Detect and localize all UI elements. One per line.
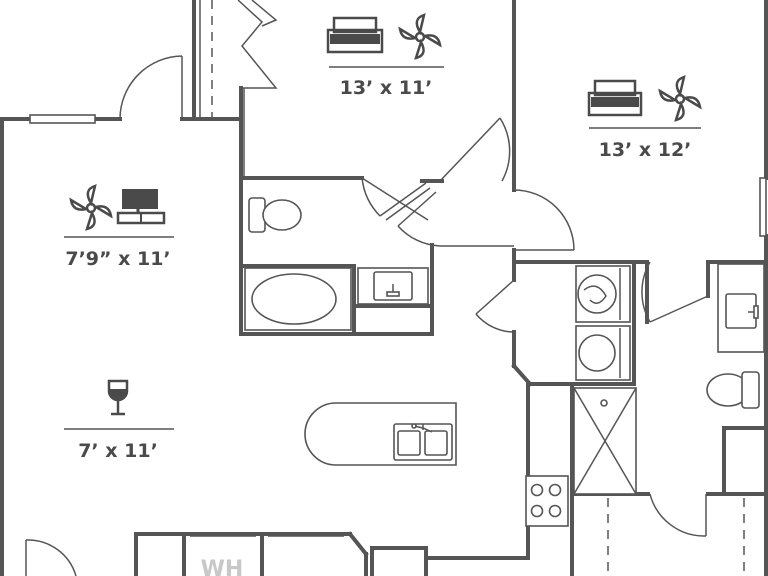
ceiling-fan-icon — [658, 75, 702, 122]
tv-icon — [116, 189, 166, 225]
living-room-icons: 7’9” x 11’ — [64, 184, 174, 270]
master-bedroom-icons: 13’ x 12’ — [587, 75, 702, 161]
dryer-icon — [575, 325, 631, 381]
room-dimension-master-bedroom: 13’ x 12’ — [599, 139, 692, 161]
windows — [29, 0, 767, 537]
fixtures — [244, 197, 765, 527]
water-heater-label: WH — [201, 557, 244, 576]
bed-icon — [587, 79, 643, 117]
bathtub-icon — [244, 267, 352, 331]
bathroom-sink-icon — [357, 267, 429, 305]
ceiling-fan-icon — [398, 13, 442, 60]
toilet-icon — [248, 197, 302, 233]
room-dimension-dining-area: 7’ x 11’ — [78, 440, 158, 462]
closet-lines — [211, 0, 745, 576]
master-sink-icon — [717, 263, 765, 353]
kitchen-sink-icon — [393, 423, 453, 461]
kitchen-island — [304, 402, 457, 466]
shower-icon — [573, 387, 637, 495]
doors — [25, 0, 709, 576]
stove-icon — [525, 475, 569, 527]
dining-area-icons: 7’ x 11’ — [64, 379, 174, 462]
room-dimension-living-room: 7’9” x 11’ — [65, 248, 170, 270]
room-dimension-bedroom-2: 13’ x 11’ — [340, 77, 433, 99]
master-toilet-icon — [706, 371, 760, 409]
washer-icon — [575, 265, 631, 323]
ceiling-fan-icon — [69, 184, 113, 231]
bedroom-2-icons: 13’ x 11’ — [326, 13, 444, 99]
wine-glass-icon — [107, 379, 129, 416]
bed-icon — [326, 16, 384, 54]
